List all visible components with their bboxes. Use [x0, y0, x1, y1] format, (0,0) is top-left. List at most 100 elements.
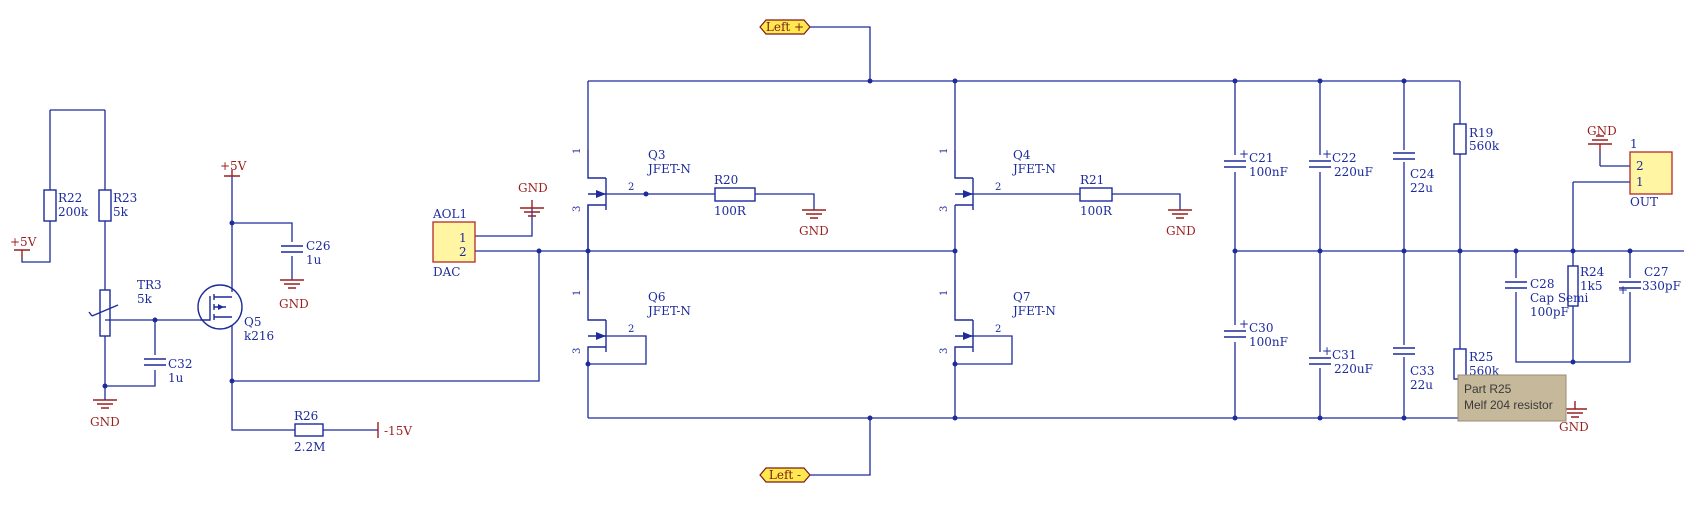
- tooltip-line1: Part R25: [1464, 382, 1512, 396]
- pin-number: 2: [628, 324, 634, 335]
- gnd-label: GND: [518, 181, 548, 195]
- resistor-r21[interactable]: R21 100R: [1079, 173, 1113, 218]
- c26-value: 1u: [306, 253, 322, 267]
- c30-ref: C30: [1249, 321, 1273, 335]
- capacitor-c24[interactable]: C24 22u: [1393, 152, 1435, 195]
- power-m15v-label: -15V: [384, 424, 412, 438]
- gnd-out: GND: [1587, 124, 1617, 152]
- c24-value: 22u: [1410, 181, 1433, 195]
- port-left-minus[interactable]: Left -: [759, 467, 811, 483]
- c21-value: 100nF: [1249, 165, 1288, 179]
- resistor-r19[interactable]: R19 560k: [1453, 123, 1500, 155]
- c22-value: 220uF: [1334, 165, 1373, 179]
- pin-number: 3: [572, 206, 583, 212]
- jfet-q7[interactable]: 1 3 2 Q7 JFET-N: [939, 280, 1056, 364]
- capacitor-c31[interactable]: + C31 220uF: [1309, 344, 1373, 376]
- q5-value: k216: [244, 329, 274, 343]
- r23-value: 5k: [113, 205, 129, 219]
- q6-value: JFET-N: [646, 304, 691, 318]
- gnd-label: GND: [1166, 224, 1196, 238]
- pin-number: 2: [995, 182, 1001, 193]
- q3-value: JFET-N: [646, 162, 691, 176]
- q7-ref: Q7: [1013, 290, 1030, 304]
- out-pin1: 1: [1636, 175, 1644, 189]
- jfet-q4[interactable]: 1 3 2 Q4 JFET-N: [939, 148, 1056, 212]
- jfet-q6[interactable]: 1 3 2 Q6 JFET-N: [572, 280, 691, 364]
- aol1-ref: AOL1: [432, 207, 467, 221]
- resistor-r23[interactable]: R23 5k: [98, 189, 137, 222]
- resistor-r20[interactable]: R20 100R: [714, 173, 756, 218]
- aol1-pin1: 1: [459, 231, 467, 245]
- c31-ref: C31: [1332, 348, 1356, 362]
- c30-plus: +: [1239, 317, 1249, 331]
- gnd-r21: GND: [1166, 209, 1196, 238]
- junction-dots: [102, 78, 1633, 421]
- r26-value: 2.2M: [294, 440, 325, 454]
- q6-ref: Q6: [648, 290, 665, 304]
- pin-number: 3: [939, 348, 950, 354]
- capacitor-c22[interactable]: + C22 220uF: [1309, 147, 1373, 179]
- q5-ref: Q5: [244, 315, 261, 329]
- out-name: OUT: [1630, 195, 1658, 209]
- jfet-q3[interactable]: 1 3 2 Q3 JFET-N: [572, 148, 691, 280]
- r20-ref: R20: [714, 173, 738, 187]
- part-tooltip: Part R25 Melf 204 resistor: [1457, 374, 1567, 422]
- gnd-label: GND: [279, 297, 309, 311]
- capacitor-c32[interactable]: C32 1u: [144, 357, 192, 385]
- c27-value: 330pF: [1642, 279, 1681, 293]
- r21-ref: R21: [1080, 173, 1104, 187]
- connector-out[interactable]: 2 1 1 OUT: [1629, 137, 1673, 209]
- capacitor-c27[interactable]: + C27 330pF: [1618, 265, 1681, 297]
- gnd-label: GND: [1587, 124, 1617, 138]
- capacitor-c26[interactable]: C26 1u: [281, 239, 330, 267]
- resistor-r22[interactable]: R22 200k: [43, 189, 89, 222]
- tooltip-line2: Melf 204 resistor: [1464, 398, 1553, 412]
- capacitor-c21[interactable]: + C21 100nF: [1224, 147, 1288, 179]
- tr3-value: 5k: [137, 292, 153, 306]
- pin-number: 1: [572, 148, 583, 154]
- pin-number: 2: [628, 182, 634, 193]
- c33-value: 22u: [1410, 378, 1433, 392]
- pin-number: 1: [939, 290, 950, 296]
- c28-value: Cap Semi: [1530, 291, 1589, 305]
- gnd-c26: GND: [279, 279, 309, 311]
- c26-ref: C26: [306, 239, 330, 253]
- r22-value: 200k: [58, 205, 89, 219]
- resistor-r26[interactable]: R26 2.2M: [294, 409, 325, 454]
- gnd-r25: GND: [1559, 401, 1589, 434]
- capacitor-c33[interactable]: C33 22u: [1393, 347, 1434, 392]
- r19-value: 560k: [1469, 139, 1500, 153]
- power-5v-label: +5V: [220, 159, 247, 173]
- c22-ref: C22: [1332, 151, 1356, 165]
- r24-ref: R24: [1580, 265, 1605, 279]
- c30-value: 100nF: [1249, 335, 1288, 349]
- c21-plus: +: [1239, 147, 1249, 161]
- c22-plus: +: [1322, 147, 1332, 161]
- r23-ref: R23: [113, 191, 137, 205]
- out-ref: 1: [1630, 137, 1638, 151]
- aol1-pin2: 2: [459, 245, 467, 259]
- capacitor-c28[interactable]: C28 Cap Semi 100pF: [1505, 277, 1589, 319]
- capacitor-c30[interactable]: + C30 100nF: [1224, 317, 1288, 349]
- pin-number: 3: [572, 348, 583, 354]
- power-5v-left: +5V: [10, 235, 37, 258]
- power-5v-label: +5V: [10, 235, 37, 249]
- gnd-label: GND: [799, 224, 829, 238]
- trimmer-tr3[interactable]: TR3 5k: [88, 278, 162, 337]
- connector-aol1[interactable]: 1 2 AOL1 DAC: [432, 207, 476, 279]
- r25-ref: R25: [1469, 350, 1493, 364]
- port-left-minus-label: Left -: [769, 468, 801, 482]
- pin-number: 2: [995, 324, 1001, 335]
- port-left-plus[interactable]: Left +: [759, 19, 811, 35]
- c21-ref: C21: [1249, 151, 1273, 165]
- r19-ref: R19: [1469, 126, 1493, 140]
- mosfet-q5[interactable]: Q5 k216: [197, 284, 274, 343]
- c32-ref: C32: [168, 357, 192, 371]
- resistor-r24[interactable]: R24 1k5: [1567, 265, 1605, 307]
- gnd-left: GND: [90, 396, 120, 429]
- pin-number: 1: [572, 290, 583, 296]
- r20-value: 100R: [714, 204, 747, 218]
- gnd-label: GND: [1559, 420, 1589, 434]
- r21-value: 100R: [1080, 204, 1113, 218]
